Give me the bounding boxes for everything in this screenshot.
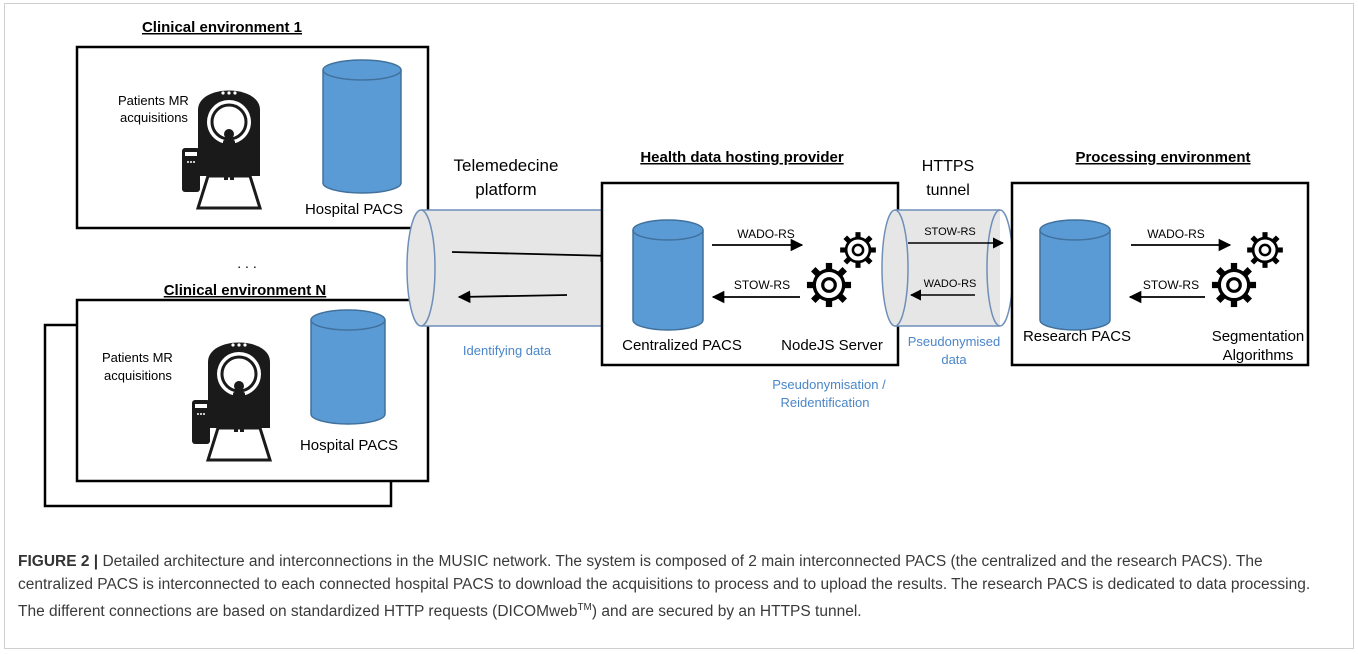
research-pacs-cylinder (1039, 219, 1111, 331)
research-pacs-label: Research PACS (1023, 328, 1131, 345)
health-stow-label: STOW-RS (734, 278, 790, 292)
telemedecine-arrow-left (457, 290, 568, 304)
processing-stow-label: STOW-RS (1143, 278, 1199, 292)
https-tunnel-label-line1: HTTPS (922, 158, 974, 175)
figure-frame (4, 3, 1354, 649)
hospital-pacs-label-1: Hospital PACS (305, 201, 403, 218)
caption-trademark: TM (577, 602, 592, 613)
telemedecine-tunnel (406, 209, 610, 327)
clinical-env-1-title: Clinical environment 1 (142, 19, 302, 36)
processing-wado-label: WADO-RS (1147, 227, 1205, 241)
identifying-data-note: Identifying data (463, 343, 552, 358)
ellipsis: . . . (237, 255, 256, 271)
processing-box (1010, 181, 1310, 367)
scanner-label-n-line1: Patients MR (102, 350, 173, 365)
scanner-label-n-line2: acquisitions (104, 368, 172, 383)
hospital-pacs-label-n: Hospital PACS (300, 437, 398, 454)
https-wado-label: WADO-RS (924, 278, 977, 290)
scanner-label-1-line2: acquisitions (120, 110, 188, 125)
https-tunnel-label-line2: tunnel (926, 182, 970, 199)
scanner-label-1-line1: Patients MR (118, 93, 189, 108)
caption-text-before: Detailed architecture and interconnectio… (18, 553, 1311, 621)
https-tunnel (881, 209, 1014, 327)
pseudonymisation-note-line1: Pseudonymisation / (772, 377, 886, 392)
processing-title: Processing environment (1075, 149, 1250, 166)
centralized-pacs-label: Centralized PACS (622, 337, 742, 354)
pseudonymised-note-line1: Pseudonymised (908, 334, 1001, 349)
health-provider-title: Health data hosting provider (640, 149, 844, 166)
telemedecine-label-line1: Telemedecine (454, 156, 559, 175)
telemedecine-arrow-right (451, 249, 614, 263)
caption-text-after: ) and are secured by an HTTPS tunnel. (591, 603, 862, 621)
health-wado-label: WADO-RS (737, 227, 795, 241)
hospital-pacs-cylinder-n (310, 309, 386, 425)
hospital-pacs-cylinder-1 (322, 59, 402, 194)
segmentation-label-line1: Segmentation (1212, 328, 1305, 345)
architecture-diagram: Clinical environment 1 Patients MR acqui… (43, 19, 1310, 508)
figure-caption: FIGURE 2 | Detailed architecture and int… (18, 550, 1338, 623)
centralized-pacs-cylinder (632, 219, 704, 331)
pseudonymised-note-line2: data (941, 352, 967, 367)
segmentation-label-line2: Algorithms (1223, 347, 1294, 364)
clinical-env-n-title: Clinical environment N (164, 282, 327, 299)
https-stow-label: STOW-RS (924, 226, 976, 238)
pseudonymisation-note-line2: Reidentification (781, 395, 870, 410)
caption-label: FIGURE 2 | (18, 553, 99, 570)
telemedecine-label-line2: platform (475, 180, 536, 199)
nodejs-server-label: NodeJS Server (781, 337, 883, 354)
